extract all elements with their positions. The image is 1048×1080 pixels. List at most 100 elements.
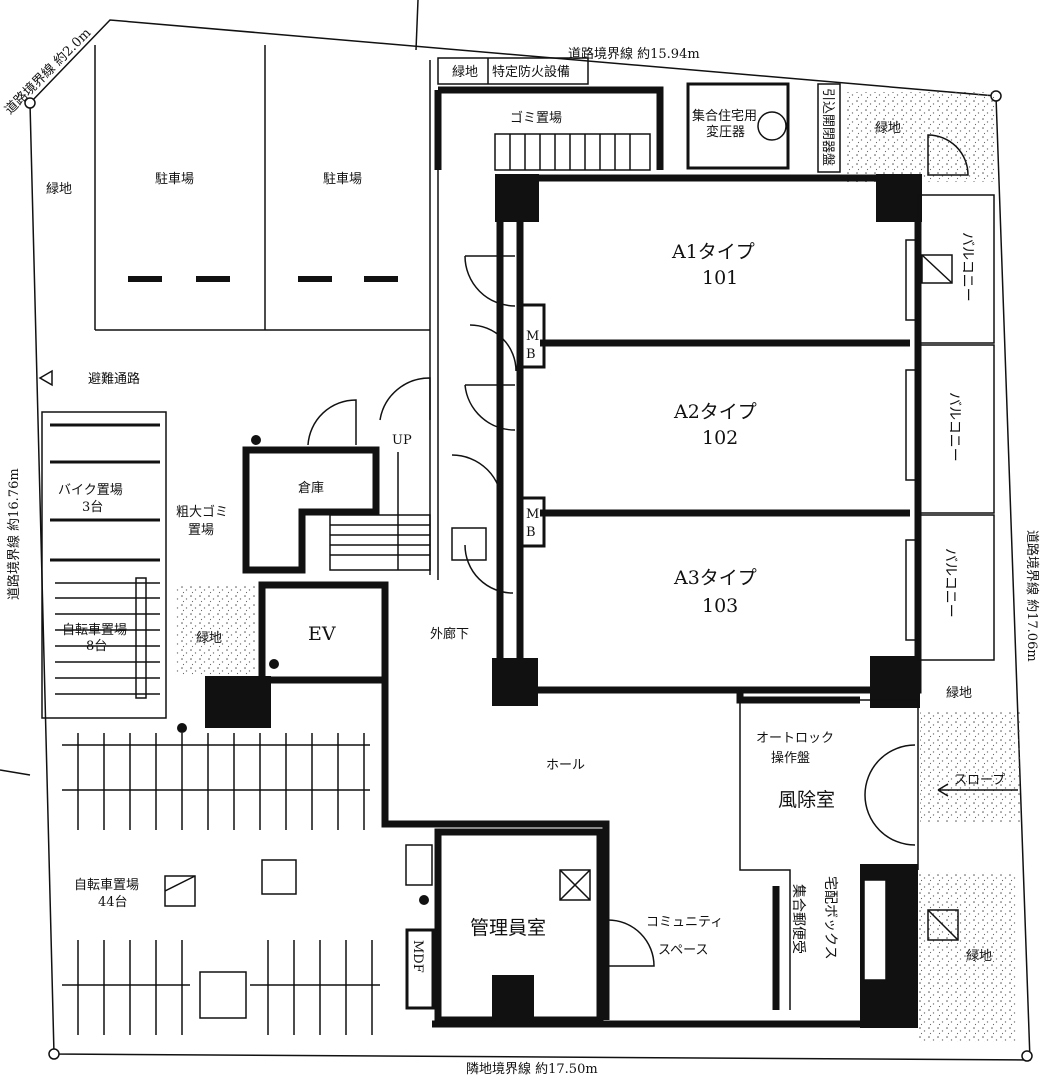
bicycle-rack (55, 582, 160, 695)
green-label: 緑地 (966, 949, 992, 964)
stair-treads (330, 524, 430, 556)
green-area (845, 92, 995, 182)
mdf-label: MDF (410, 940, 425, 973)
green-label: 緑地 (946, 686, 972, 701)
boundary-right-label: 道路境界線 約17.06m (1024, 530, 1040, 662)
community-label: コミュニティ (646, 915, 723, 930)
balcony-drain (921, 254, 953, 284)
manager-label: 管理員室 (470, 917, 546, 939)
door-swing (607, 919, 655, 967)
green-area (920, 712, 1020, 822)
balcony-label: バルコニー (942, 548, 958, 618)
mb-box (518, 303, 546, 369)
bicycle-racks-lower (62, 940, 380, 1035)
transformer-label: 変圧器 (706, 124, 745, 140)
balcony (917, 514, 995, 661)
balcony-label: バルコニー (959, 232, 975, 302)
wheel-stop (364, 276, 398, 282)
wheel-stop (298, 276, 332, 282)
community-label: スペース (658, 943, 708, 958)
door-swing (307, 399, 357, 446)
corridor-symbol (451, 527, 487, 561)
door-swing (464, 544, 514, 594)
bicycle-racks-upper (62, 733, 370, 830)
parking-label: 駐車場 (155, 172, 194, 187)
mdf-box (405, 928, 435, 1010)
column-box (261, 859, 297, 895)
boundary-top-left-label: 道路境界線 約2.0m (2, 25, 95, 118)
corridor-label: 外廊下 (430, 626, 469, 642)
bike-slot (50, 423, 160, 562)
door-swing (451, 454, 503, 506)
window (905, 369, 917, 481)
transformer-label: 集合住宅用 (692, 108, 757, 124)
stair-treads (509, 134, 631, 170)
manager-wall (434, 828, 604, 1024)
grid-line (415, 0, 419, 51)
slope-label: スロープ (954, 773, 1005, 788)
slope-arrow (937, 783, 1018, 797)
column (876, 174, 922, 222)
lead-in-panel (817, 83, 841, 173)
manager-fixture (559, 869, 591, 901)
bicycle-count: 44台 (98, 895, 128, 910)
mb-label: M (526, 329, 539, 344)
mb-label: B (526, 525, 536, 540)
bicycle-count: 8台 (86, 639, 107, 654)
unit-number-label: 101 (702, 267, 738, 289)
green-area (918, 872, 1018, 1042)
mb-box (518, 496, 546, 548)
green-sign (927, 909, 959, 941)
door-swing (464, 384, 516, 431)
green-label: 緑地 (875, 121, 901, 136)
marker-dot (251, 435, 261, 445)
green-label: 緑地 (196, 631, 222, 646)
boundary-marker (1021, 1050, 1033, 1062)
bike-count: 3台 (82, 500, 103, 515)
green-area (175, 585, 255, 675)
balcony-drain (921, 254, 953, 284)
autolock-label: オートロック (756, 731, 834, 746)
windbreak-label: 風除室 (778, 789, 835, 811)
ev-label: EV (308, 623, 336, 645)
boundary-bottom-label: 隣地境界線 約17.50m (466, 1061, 598, 1077)
marker-dot (419, 895, 429, 905)
door-swing (464, 255, 516, 307)
unit-type-label: A2タイプ (673, 401, 757, 423)
grid-line (0, 769, 31, 776)
mb-label: M (526, 507, 539, 522)
lead-in-label: 引込開閉器盤 (820, 88, 835, 166)
autolock-label: 操作盤 (771, 750, 810, 766)
balcony (917, 344, 995, 514)
bicycle-rack-bar (135, 577, 147, 699)
bike-area (41, 411, 167, 719)
boundary-left-label: 道路境界線 約16.76m (6, 468, 22, 600)
garbage-stairs (494, 133, 651, 171)
hall-wall (540, 686, 860, 704)
evac-arrow (38, 369, 53, 387)
mb-label: B (526, 347, 536, 362)
side-box (405, 844, 433, 886)
manager-fixture (559, 869, 591, 901)
top-strip (437, 57, 589, 85)
door-swing (469, 324, 517, 372)
column (492, 658, 538, 706)
column (492, 975, 534, 1023)
bicycle-label: 自転車置場 (74, 878, 139, 893)
column (205, 676, 271, 728)
marker-dot (269, 659, 279, 669)
green-sign (927, 909, 959, 941)
boundary-marker (24, 97, 36, 109)
balcony (917, 194, 995, 344)
boundary-marker (48, 1048, 60, 1060)
green-label: 緑地 (46, 182, 72, 197)
window (905, 239, 917, 321)
site-boundary (29, 19, 1031, 1061)
door-swing (864, 744, 916, 846)
hall-label: ホール (546, 758, 585, 773)
storage-label: 倉庫 (298, 481, 324, 496)
fire-door-label: 特定防火設備 (492, 64, 570, 80)
wheel-stop (196, 276, 230, 282)
delivery-label: 宅配ボックス (822, 876, 838, 960)
